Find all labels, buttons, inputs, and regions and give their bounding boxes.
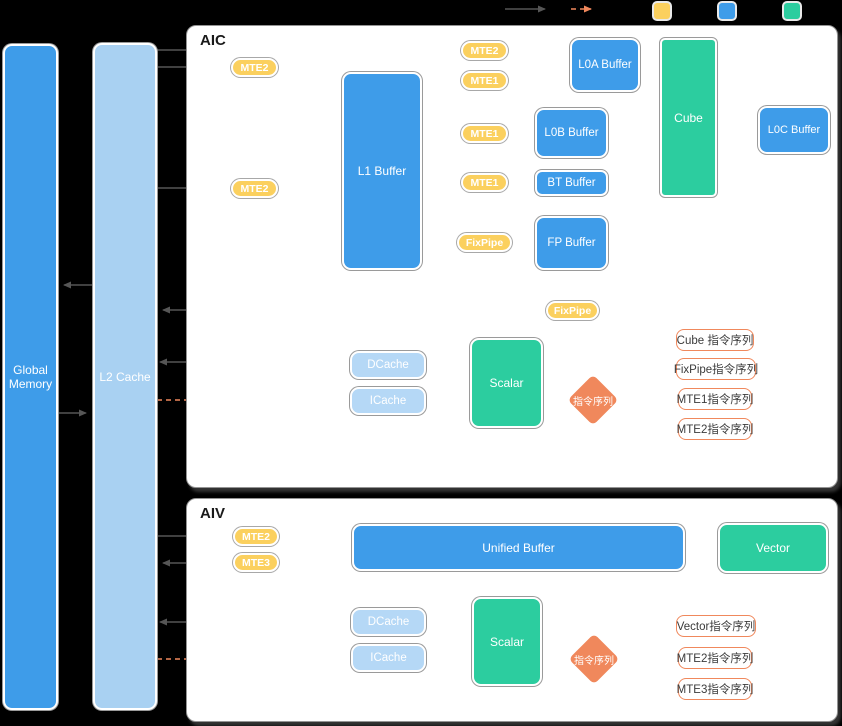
mte1-pill: MTE1 bbox=[461, 71, 508, 90]
l0b-buffer-block: L0B Buffer bbox=[535, 108, 608, 158]
dcache-block-aic: DCache bbox=[350, 351, 426, 379]
l0a-buffer-block: L0A Buffer bbox=[570, 38, 640, 92]
bt-buffer-block: BT Buffer bbox=[535, 170, 608, 196]
fixpipe-pill: FixPipe bbox=[457, 233, 512, 252]
l0c-buffer-block: L0C Buffer bbox=[758, 106, 830, 154]
instruction-diamond-label: 指令序列 bbox=[573, 396, 613, 408]
mte3-pill: MTE3 bbox=[233, 553, 279, 572]
mte2-pill: MTE2 bbox=[233, 527, 279, 546]
l2-cache-block: L2 Cache bbox=[93, 43, 157, 710]
queue-box-mte1: MTE1指令序列 bbox=[677, 388, 753, 410]
scalar-block-aic: Scalar bbox=[470, 338, 543, 428]
legend-yellow-square bbox=[652, 1, 672, 21]
mte2-pill: MTE2 bbox=[231, 58, 278, 77]
l1-buffer-block: L1 Buffer bbox=[342, 72, 422, 270]
aiv-title: AIV bbox=[200, 505, 226, 522]
queue-box-vector: Vector指令序列 bbox=[676, 615, 756, 637]
mte2-pill: MTE2 bbox=[231, 179, 278, 198]
icache-block-aic: ICache bbox=[350, 387, 426, 415]
legend-blue-square bbox=[717, 1, 737, 21]
mte2-pill: MTE2 bbox=[461, 41, 508, 60]
dcache-block-aiv: DCache bbox=[351, 608, 426, 636]
unified-buffer-block: Unified Buffer bbox=[352, 524, 685, 571]
queue-box-fixpipe: FixPipe指令序列 bbox=[674, 358, 758, 380]
legend-green-square bbox=[782, 1, 802, 21]
icache-block-aiv: ICache bbox=[351, 644, 426, 672]
fp-buffer-block: FP Buffer bbox=[535, 216, 608, 270]
scalar-block-aiv: Scalar bbox=[472, 597, 542, 686]
fixpipe-pill: FixPipe bbox=[546, 301, 599, 320]
global-memory-block: Global Memory bbox=[3, 44, 58, 710]
vector-block: Vector bbox=[718, 523, 828, 573]
cube-block: Cube bbox=[660, 38, 717, 197]
queue-box-mte2: MTE2指令序列 bbox=[677, 418, 753, 440]
queue-box-cube: Cube 指令序列 bbox=[676, 329, 754, 351]
queue-box-mte3-aiv: MTE3指令序列 bbox=[677, 678, 753, 700]
mte1-pill: MTE1 bbox=[461, 173, 508, 192]
aic-title: AIC bbox=[200, 32, 226, 49]
instruction-diamond-label: 指令序列 bbox=[574, 655, 614, 667]
queue-box-mte2-aiv: MTE2指令序列 bbox=[677, 647, 753, 669]
mte1-pill: MTE1 bbox=[461, 124, 508, 143]
